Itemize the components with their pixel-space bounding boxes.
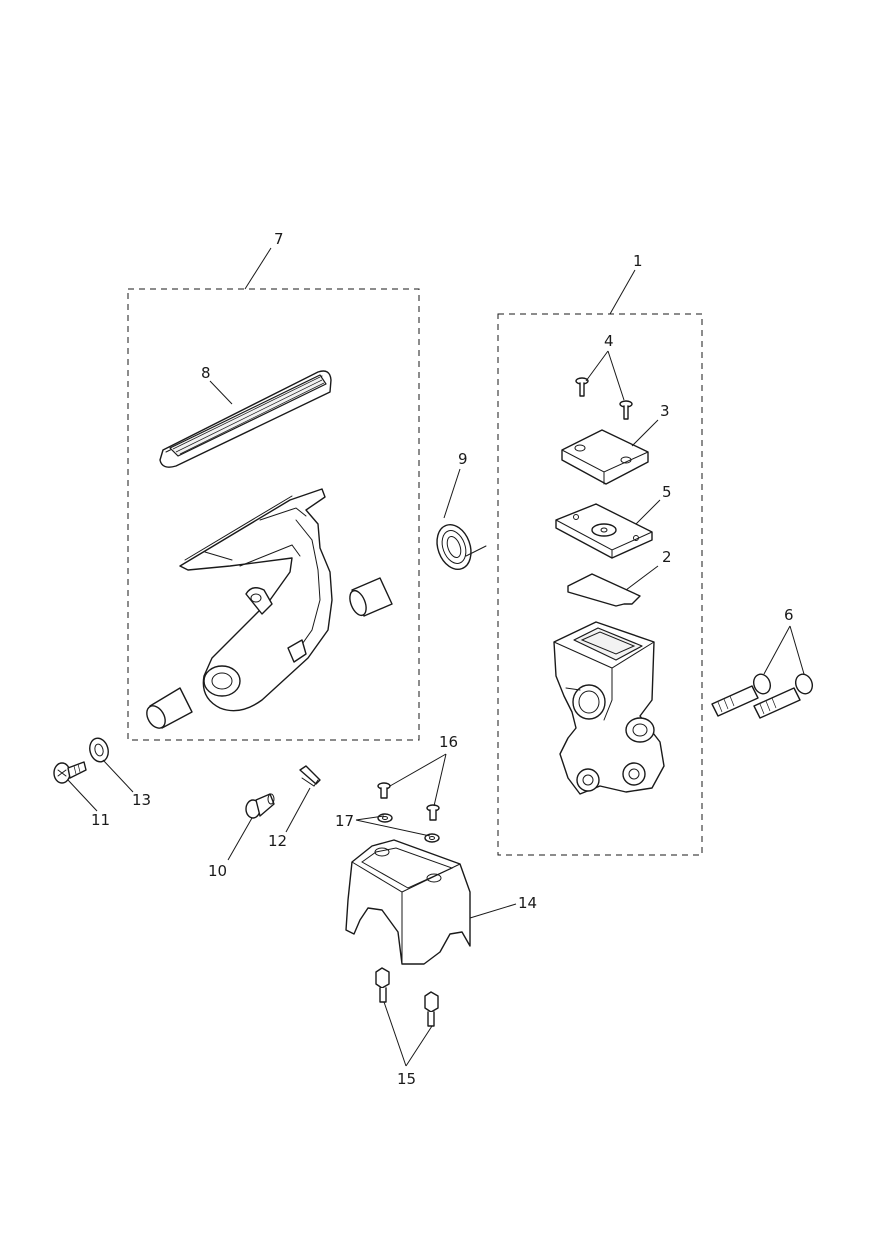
group-box-brake-pedal-assembly bbox=[127, 288, 420, 741]
part-10-clevis-pin[interactable] bbox=[245, 793, 275, 819]
callout-17: 17 bbox=[335, 812, 354, 830]
part-8-pedal-pad[interactable] bbox=[159, 370, 332, 468]
callout-10: 10 bbox=[208, 862, 227, 880]
part-9-return-spring[interactable] bbox=[431, 520, 487, 574]
callout-4: 4 bbox=[604, 332, 614, 350]
callout-6: 6 bbox=[784, 606, 794, 624]
callout-7: 7 bbox=[274, 230, 284, 248]
callout-16: 16 bbox=[439, 733, 458, 751]
callout-5: 5 bbox=[662, 483, 672, 501]
part-12-clip[interactable] bbox=[299, 765, 321, 787]
part-4-cap-screw-right[interactable] bbox=[619, 400, 633, 420]
callout-1: 1 bbox=[633, 252, 643, 270]
part-16-screw-right[interactable] bbox=[426, 804, 440, 821]
callout-2: 2 bbox=[662, 548, 672, 566]
part-15-bolt-right[interactable] bbox=[424, 991, 439, 1027]
part-6-bolt-upper[interactable] bbox=[711, 672, 773, 717]
part-13-washer[interactable] bbox=[87, 736, 111, 764]
part-15-bolt-left[interactable] bbox=[375, 967, 390, 1003]
leader-lines bbox=[67, 247, 805, 1067]
callout-8: 8 bbox=[201, 364, 211, 382]
part-4-cap-screw-left[interactable] bbox=[575, 377, 589, 397]
part-16-screw-left[interactable] bbox=[377, 782, 391, 799]
part-14-reservoir-cover[interactable] bbox=[345, 839, 471, 965]
callout-15: 15 bbox=[397, 1070, 416, 1088]
part-11-screw[interactable] bbox=[53, 761, 87, 784]
part-17-washer-left[interactable] bbox=[377, 813, 393, 823]
master-cylinder-body[interactable] bbox=[553, 621, 665, 795]
callout-11: 11 bbox=[91, 811, 110, 829]
callout-3: 3 bbox=[660, 402, 670, 420]
part-2-diaphragm[interactable] bbox=[567, 573, 641, 607]
part-5-cap-plate[interactable] bbox=[555, 503, 653, 559]
brake-pedal-arm[interactable] bbox=[179, 488, 333, 712]
callout-9: 9 bbox=[458, 450, 468, 468]
callout-14: 14 bbox=[518, 894, 537, 912]
callout-13: 13 bbox=[132, 791, 151, 809]
part-3-reservoir-cap[interactable] bbox=[561, 429, 649, 485]
part-6-bolt-lower[interactable] bbox=[753, 672, 815, 719]
pedal-bush-right[interactable] bbox=[347, 577, 393, 618]
group-box-master-cylinder-assembly bbox=[497, 313, 703, 856]
callout-12: 12 bbox=[268, 832, 287, 850]
pedal-bush-left[interactable] bbox=[143, 687, 193, 731]
